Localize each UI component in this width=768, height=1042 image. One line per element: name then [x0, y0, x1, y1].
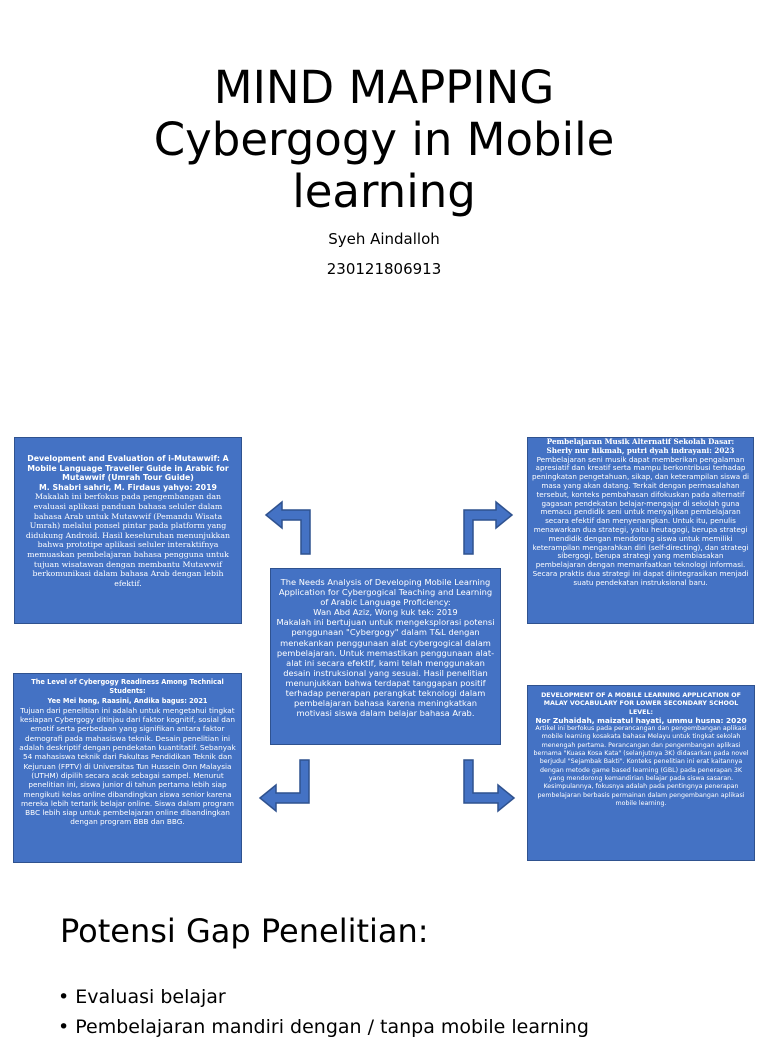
- box-center: The Needs Analysis of Developing Mobile …: [270, 568, 501, 745]
- arrow-bottom-right-icon: [463, 759, 516, 813]
- arrow-bottom-left-icon: [258, 759, 310, 813]
- box-top-right: Pembelajaran Musik Alternatif Sekolah Da…: [527, 437, 754, 624]
- box-bottom-left-heading: The Level of Cybergogy Readiness Among T…: [31, 678, 224, 696]
- box-center-heading: The Needs Analysis of Developing Mobile …: [278, 577, 493, 608]
- box-top-left-heading: Development and Evaluation of i-Mutawwif…: [27, 454, 229, 483]
- box-bottom-left-body: Tujuan dari penelitian ini adalah untuk …: [19, 705, 236, 827]
- student-id: 230121806913: [326, 260, 442, 278]
- box-top-left-authors: M. Shabri sahrir, M. Firdaus yahyo: 2019: [39, 482, 217, 492]
- box-bottom-left: The Level of Cybergogy Readiness Among T…: [13, 673, 242, 863]
- arrow-top-right-icon: [463, 500, 514, 555]
- box-top-right-heading: Pembelajaran Musik Alternatif Sekolah Da…: [546, 437, 735, 446]
- arrow-top-left-icon: [264, 500, 311, 555]
- box-bottom-right-authors: Nor Zuhaidah, maizatul hayati, ummu husn…: [535, 715, 747, 725]
- gap-list: Evaluasi belajar Pembelajaran mandiri de…: [58, 982, 589, 1042]
- box-top-left: Development and Evaluation of i-Mutawwif…: [14, 437, 242, 624]
- gap-item-1: Evaluasi belajar: [58, 982, 589, 1012]
- box-bottom-right-body: Artikel ini berfokus pada perancangan da…: [533, 725, 749, 807]
- box-center-body: Makalah ini bertujuan untuk mengeksplora…: [276, 617, 495, 719]
- box-bottom-left-authors: Yee Mei hong, Raasini, Andika bagus: 202…: [47, 696, 208, 705]
- box-bottom-right-heading: DEVELOPMENT OF A MOBILE LEARNING APPLICA…: [541, 692, 741, 716]
- box-bottom-right: DEVELOPMENT OF A MOBILE LEARNING APPLICA…: [527, 685, 755, 861]
- box-top-right-authors: Sherly nur hikmah, putri dyah indrayani:…: [546, 445, 735, 455]
- gap-title: Potensi Gap Penelitian:: [60, 912, 429, 950]
- gap-item-2: Pembelajaran mandiri dengan / tanpa mobi…: [58, 1012, 589, 1042]
- title-line-2: Cybergogy in Mobile: [153, 113, 615, 166]
- box-center-authors: Wan Abd Aziz, Wong kuk tek: 2019: [313, 607, 458, 618]
- slide-title: MIND MAPPING Cybergogy in Mobile learnin…: [0, 62, 768, 218]
- box-top-right-body: Pembelajaran seni musik dapat memberikan…: [532, 454, 750, 587]
- title-line-3: learning: [292, 165, 476, 218]
- author-name: Syeh Aindalloh: [328, 230, 440, 248]
- box-top-left-body: Makalah ini berfokus pada pengembangan d…: [25, 492, 231, 588]
- title-line-1: MIND MAPPING: [213, 61, 555, 114]
